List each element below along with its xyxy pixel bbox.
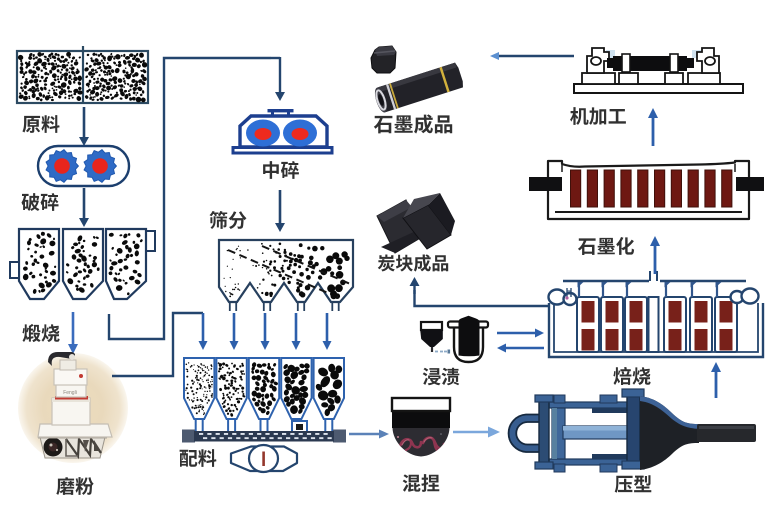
svg-text:Fengli: Fengli [63, 390, 77, 396]
